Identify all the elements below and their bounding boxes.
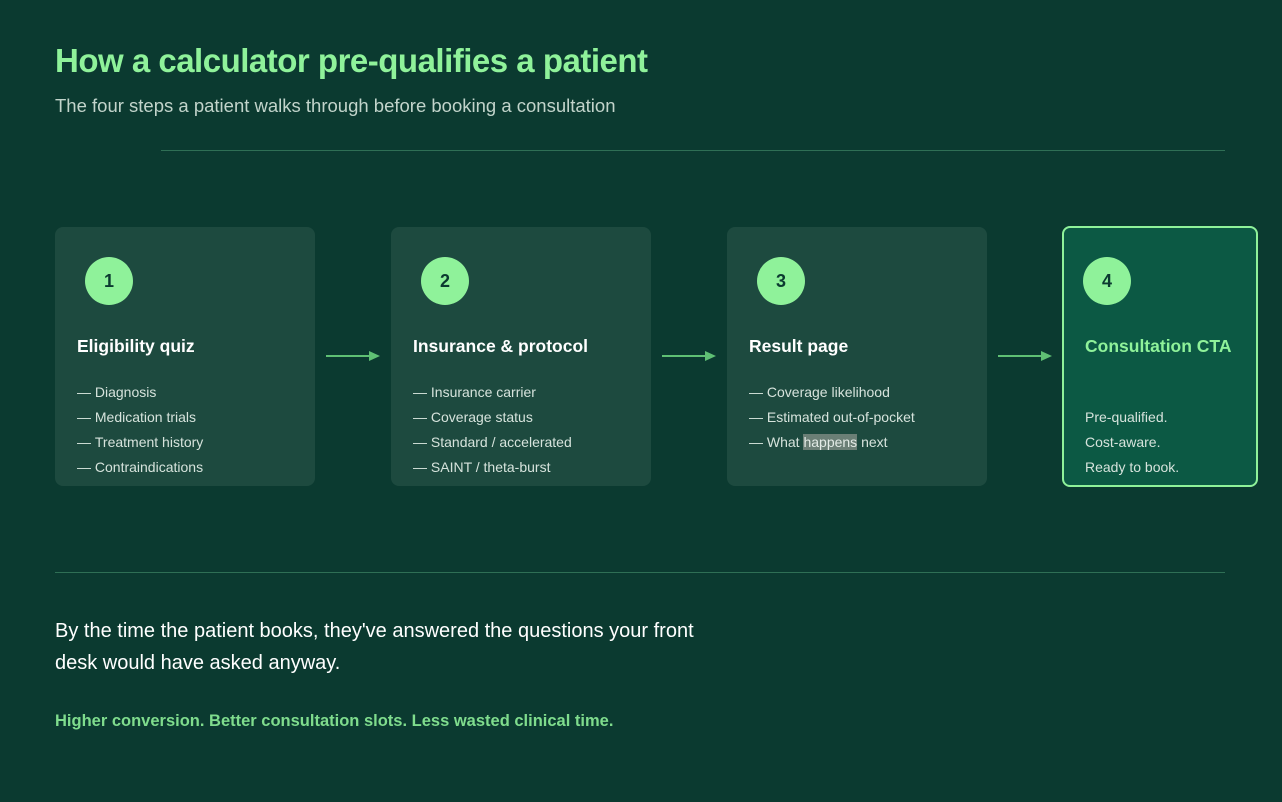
highlighted-text: happens [803,434,858,450]
step-item: Medication trials [77,405,203,430]
arrow-right-icon [998,351,1052,361]
step-item-list: Coverage likelihood Estimated out-of-poc… [749,380,915,455]
step-item: Treatment history [77,430,203,455]
step-title: Consultation CTA [1085,336,1232,356]
arrow-right-icon [326,351,380,361]
step-item: Coverage likelihood [749,380,915,405]
tagline: Higher conversion. Better consultation s… [55,712,614,730]
step-item: Ready to book. [1085,459,1180,475]
step-item: Cost-aware. [1085,434,1161,450]
step-number-badge: 4 [1083,257,1131,305]
step-card-result-page: 3 Result page Coverage likelihood Estima… [727,227,987,486]
step-card-insurance-protocol: 2 Insurance & protocol Insurance carrier… [391,227,651,486]
step-card-eligibility-quiz: 1 Eligibility quiz Diagnosis Medication … [55,227,315,486]
step-item-text: next [857,434,888,450]
step-item: Coverage status [413,405,572,430]
step-item-list: Diagnosis Medication trials Treatment hi… [77,380,203,480]
step-item: Standard / accelerated [413,430,572,455]
step-item: Pre-qualified. [1085,409,1168,425]
step-item: Insurance carrier [413,380,572,405]
step-item-list: Insurance carrier Coverage status Standa… [413,380,572,480]
step-title: Eligibility quiz [77,336,195,356]
step-title: Insurance & protocol [413,336,589,356]
step-item: SAINT / theta-burst [413,455,572,480]
step-number-badge: 2 [421,257,469,305]
step-number-badge: 3 [757,257,805,305]
arrow-right-icon [662,351,716,361]
page-subtitle: The four steps a patient walks through b… [55,95,616,116]
step-item: Contraindications [77,455,203,480]
top-divider [161,150,1225,151]
step-item: Estimated out-of-pocket [749,405,915,430]
step-number-badge: 1 [85,257,133,305]
step-item: Diagnosis [77,380,203,405]
bottom-divider [55,572,1225,573]
closing-statement: By the time the patient books, they've a… [55,620,694,674]
step-title: Result page [749,336,849,356]
step-item-text: What [766,434,804,450]
page-title: How a calculator pre-qualifies a patient [55,42,648,79]
step-card-consultation-cta: 4 Consultation CTA Pre-qualified. Cost-a… [1062,226,1258,487]
step-item-list: Pre-qualified. Cost-aware. Ready to book… [1085,405,1179,480]
step-item: What happens next [749,430,915,455]
